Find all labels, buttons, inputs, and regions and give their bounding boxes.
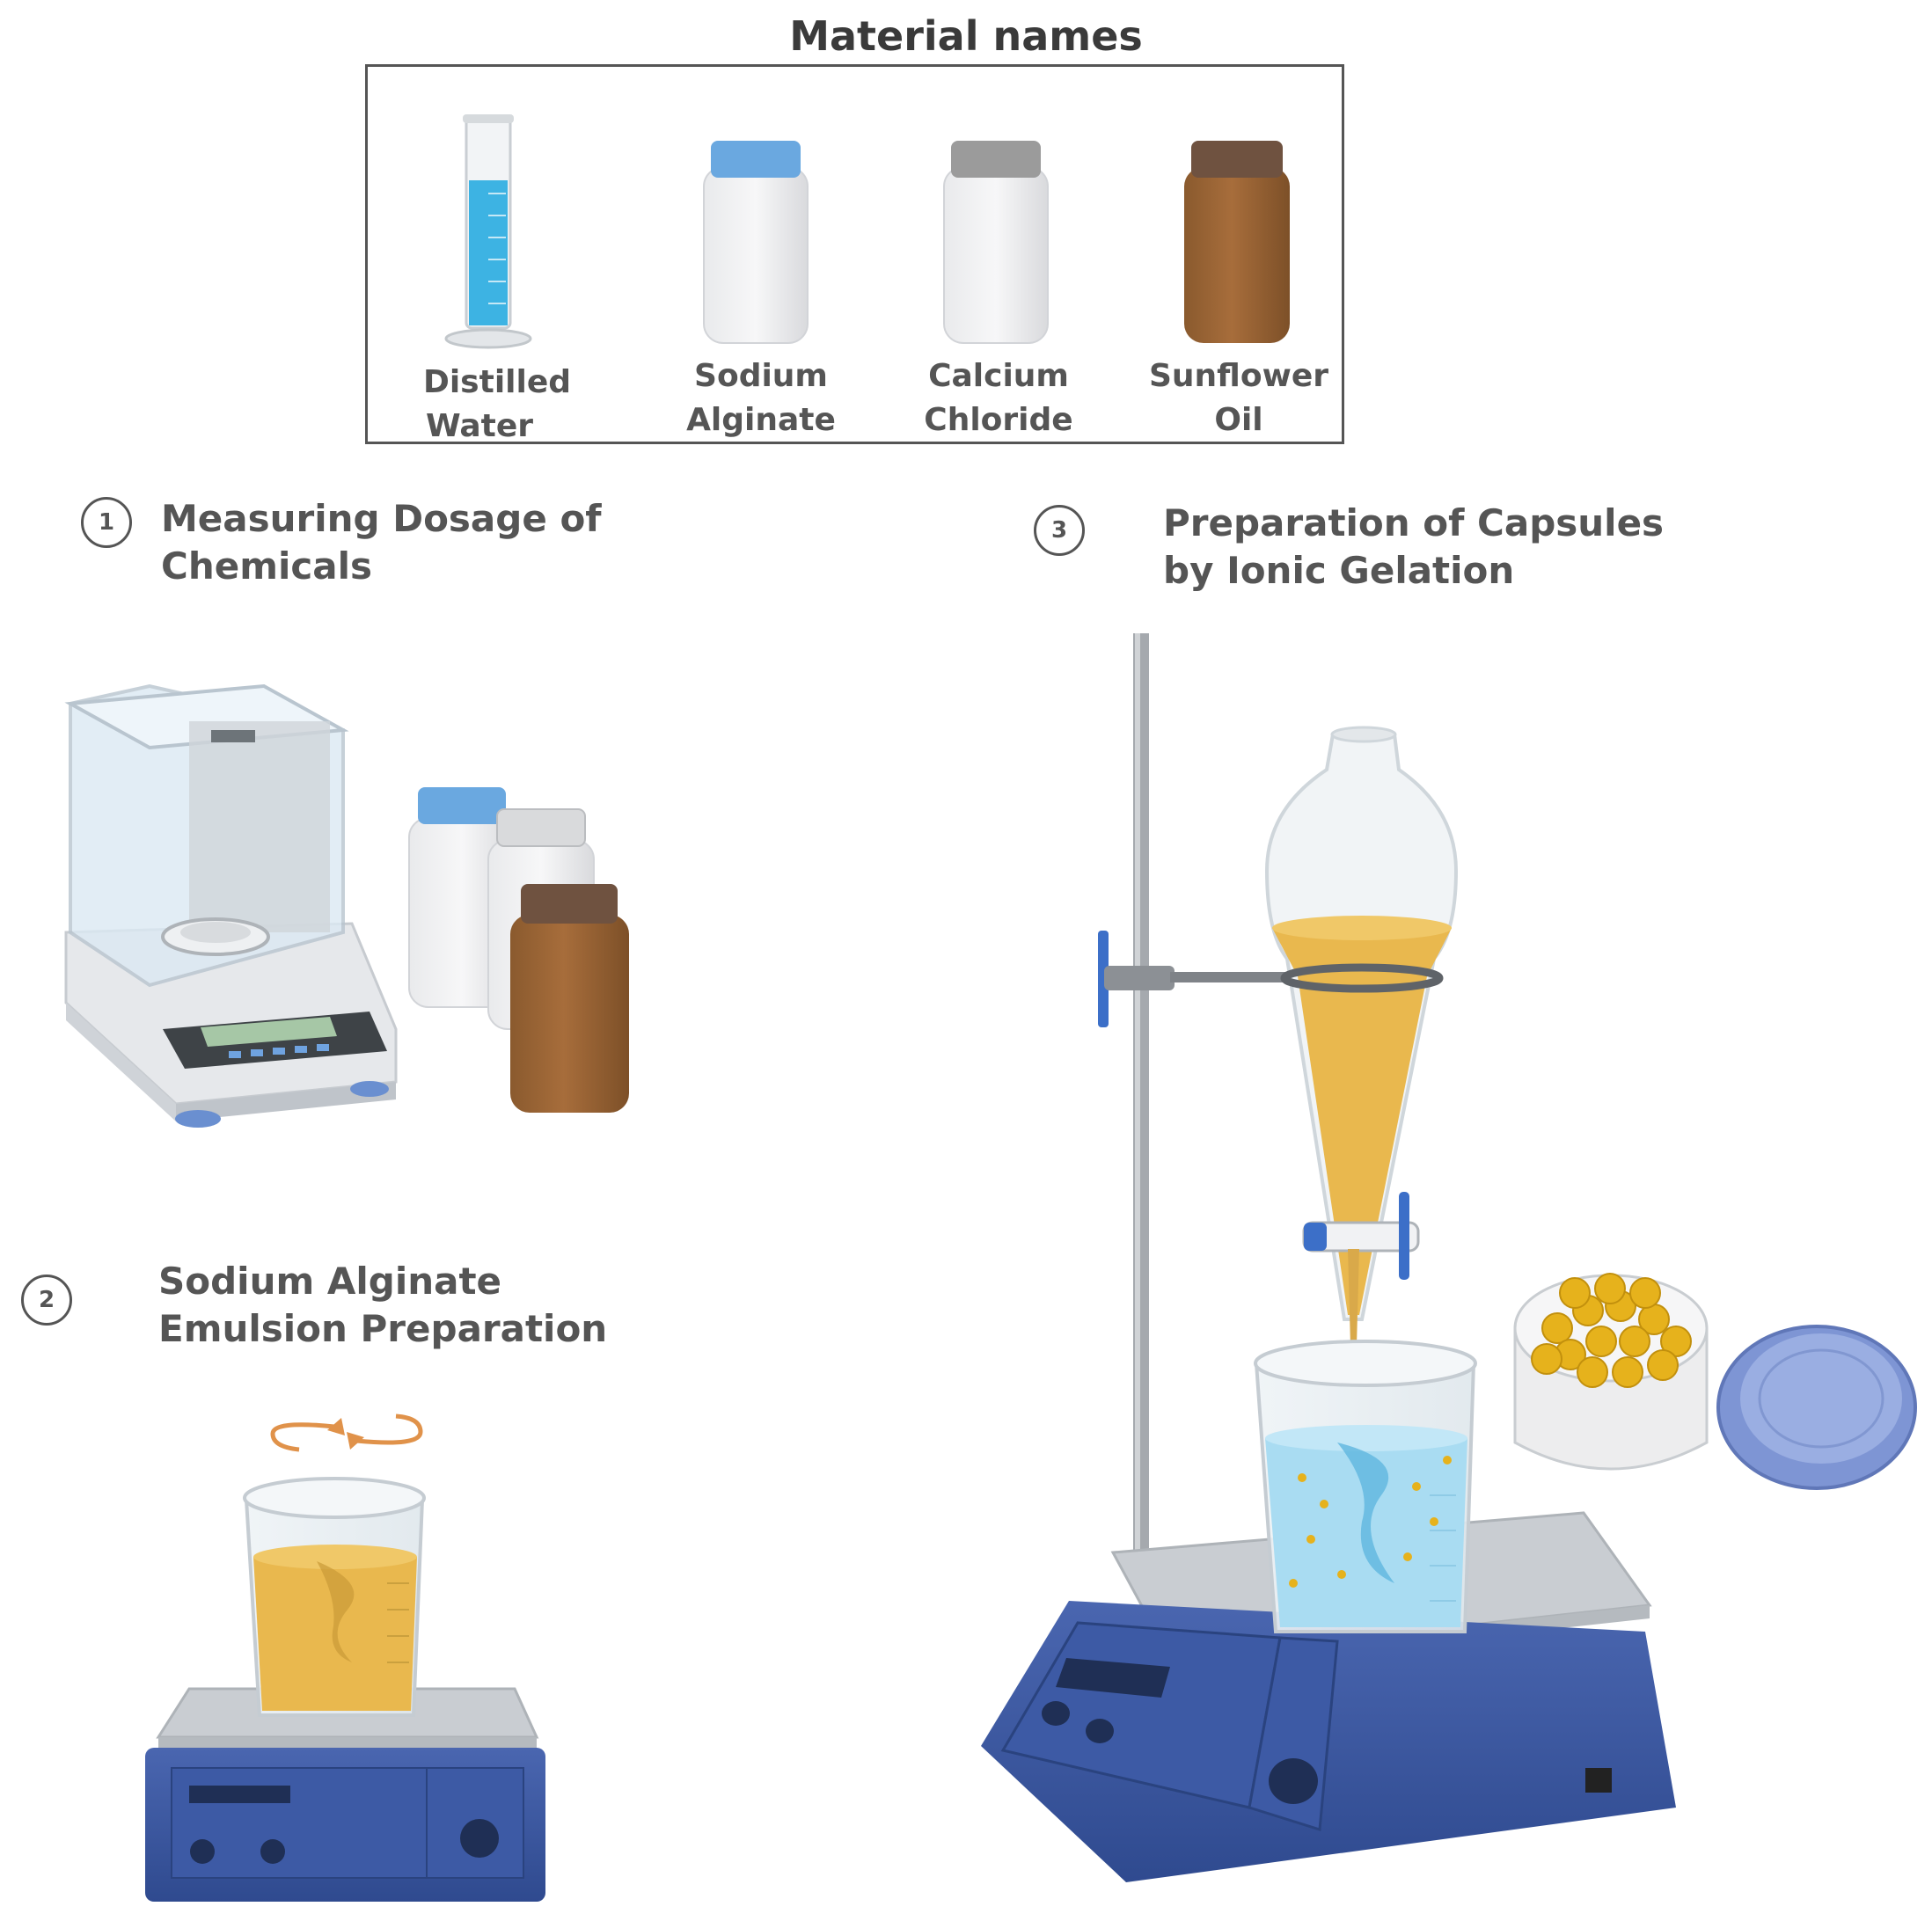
emulsion-beaker-icon [243, 1477, 426, 1717]
capsule-dish-icon [1513, 1273, 1709, 1471]
step-1-number: 1 [81, 497, 132, 548]
material-label-distilled-water: Distilled Water [422, 364, 572, 444]
step-2-number: 2 [21, 1275, 72, 1326]
material-label-calcium-chloride: Calcium Chloride [924, 358, 1073, 438]
chemical-bottles-icon [408, 787, 629, 1113]
step-1-title: Measuring Dosage of Chemicals [161, 497, 602, 588]
step-2-title: Sodium Alginate Emulsion Preparation [158, 1260, 608, 1350]
gray-cap-bottle-icon [943, 141, 1049, 344]
material-label-sodium-alginate: Sodium Alginate [686, 358, 836, 438]
gelation-beaker-icon [1254, 1340, 1477, 1633]
legend-box [365, 64, 1344, 444]
retort-stand-icon [1098, 633, 1289, 1557]
magnetic-stirrer-small-icon [145, 1687, 545, 1902]
dish-lid-icon [1716, 1325, 1917, 1490]
analytical-balance-icon [64, 683, 398, 1128]
step-3-title: Preparation of Capsules by Ionic Gelatio… [1163, 501, 1665, 592]
brown-bottle-icon [1184, 141, 1290, 343]
graduated-cylinder-icon [444, 114, 532, 349]
rotation-arrows-icon [270, 1413, 423, 1452]
separatory-funnel-icon [1264, 726, 1459, 1346]
step-3-number: 3 [1034, 505, 1085, 556]
legend-title: Material names [789, 12, 1143, 60]
material-label-sunflower-oil: Sunflower Oil [1148, 358, 1329, 438]
blue-cap-bottle-icon [703, 141, 809, 344]
